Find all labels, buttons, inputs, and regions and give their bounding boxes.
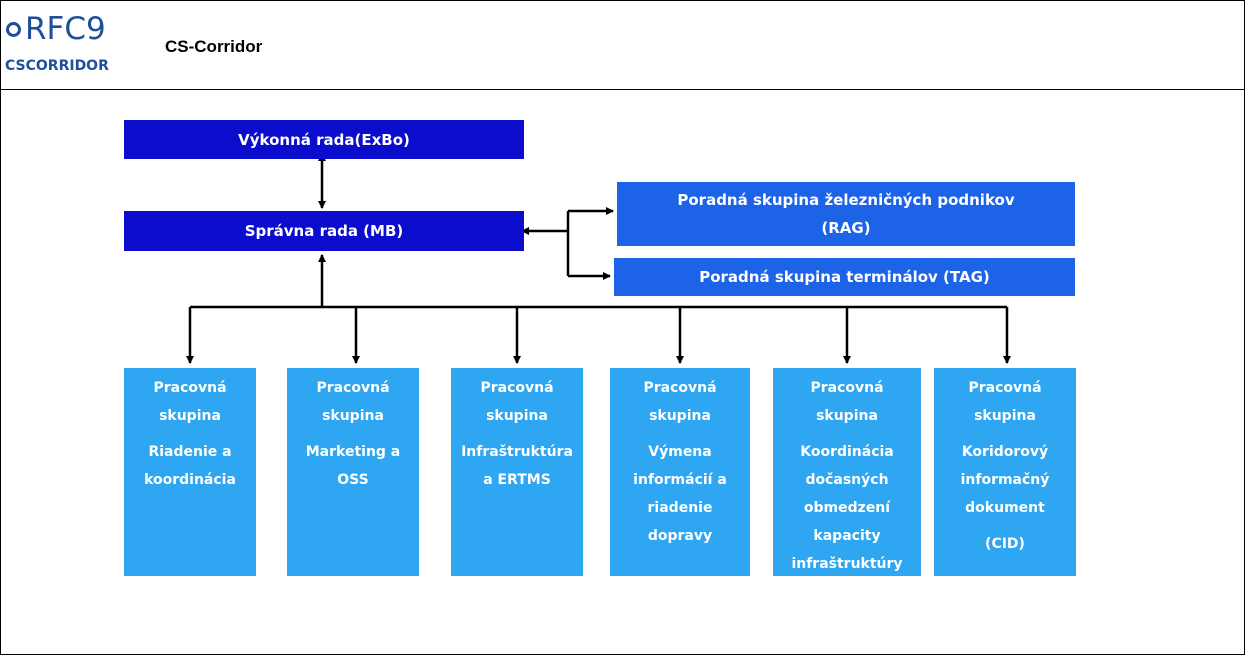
page-title: CS-Corridor bbox=[165, 37, 263, 56]
exbo-box: Výkonná rada(ExBo) bbox=[124, 120, 524, 159]
wg-box-temporary-capacity: Pracovná skupina Koordinácia dočasných o… bbox=[773, 368, 921, 576]
wg-box-information-exchange: Pracovná skupina Výmena informácií a ria… bbox=[610, 368, 750, 576]
mb-box: Správna rada (MB) bbox=[124, 211, 524, 251]
wg-desc-line: (CID) bbox=[985, 536, 1025, 552]
wg-desc-line: Infraštruktúra bbox=[461, 444, 573, 460]
rag-label-line2: (RAG) bbox=[821, 219, 871, 237]
wg-desc-line: Koridorový bbox=[961, 444, 1049, 460]
wg-title-line1: Pracovná bbox=[968, 380, 1042, 396]
logo-sub-text: CSCORRIDOR bbox=[5, 58, 109, 74]
wg-desc-line: OSS bbox=[337, 472, 369, 488]
wg-desc-line: riadenie bbox=[647, 500, 713, 516]
wg-title-line1: Pracovná bbox=[810, 380, 884, 396]
wg-box-infrastructure-ertms: Pracovná skupina Infraštruktúra a ERTMS bbox=[451, 368, 583, 576]
wg-title-line1: Pracovná bbox=[316, 380, 390, 396]
rag-label-line1: Poradná skupina železničných podnikov bbox=[677, 191, 1015, 209]
logo-main-text: RFC9 bbox=[25, 11, 106, 47]
wg-title-line2: skupina bbox=[486, 408, 548, 424]
wg-desc-line: dočasných bbox=[805, 472, 889, 488]
wg-title-line2: skupina bbox=[974, 408, 1036, 424]
mb-label: Správna rada (MB) bbox=[244, 222, 404, 240]
wg-title-line2: skupina bbox=[159, 408, 221, 424]
wg-desc-line: Výmena bbox=[648, 444, 712, 460]
wg-title-line2: skupina bbox=[649, 408, 711, 424]
wg-box-management-coordination: Pracovná skupina Riadenie a koordinácia bbox=[124, 368, 256, 576]
wg-desc-line: Marketing a bbox=[305, 444, 401, 460]
wg-title-line1: Pracovná bbox=[480, 380, 554, 396]
wg-title-line1: Pracovná bbox=[643, 380, 717, 396]
header: RFC9 CSCORRIDOR CS-Corridor bbox=[1, 1, 1244, 90]
logo-ring-icon bbox=[6, 22, 21, 37]
wg-box-marketing-oss: Pracovná skupina Marketing a OSS bbox=[287, 368, 419, 576]
wg-desc-line: obmedzení bbox=[803, 500, 891, 516]
wg-desc-line: dopravy bbox=[647, 528, 713, 544]
wg-title-line1: Pracovná bbox=[153, 380, 227, 396]
rag-box: Poradná skupina železničných podnikov (R… bbox=[617, 182, 1075, 246]
exbo-label: Výkonná rada(ExBo) bbox=[238, 130, 410, 149]
wg-desc-line: a ERTMS bbox=[483, 472, 551, 488]
wg-desc-line: kapacity bbox=[813, 528, 881, 544]
wg-desc-line: infraštruktúry bbox=[791, 556, 903, 572]
wg-desc-line: Koordinácia bbox=[800, 444, 894, 460]
wg-title-line2: skupina bbox=[322, 408, 384, 424]
rfc9-logo: RFC9 CSCORRIDOR bbox=[5, 5, 145, 85]
wg-desc-line: koordinácia bbox=[144, 472, 236, 488]
wg-desc-line: dokument bbox=[965, 500, 1045, 516]
tag-label: Poradná skupina terminálov (TAG) bbox=[699, 268, 990, 286]
wg-desc-line: informačný bbox=[960, 472, 1050, 488]
wg-desc-line: informácií a bbox=[633, 472, 727, 488]
wg-title-line2: skupina bbox=[816, 408, 878, 424]
wg-desc-line: Riadenie a bbox=[148, 444, 232, 460]
tag-box: Poradná skupina terminálov (TAG) bbox=[614, 258, 1075, 296]
wg-box-corridor-document: Pracovná skupina Koridorový informačný d… bbox=[934, 368, 1076, 576]
